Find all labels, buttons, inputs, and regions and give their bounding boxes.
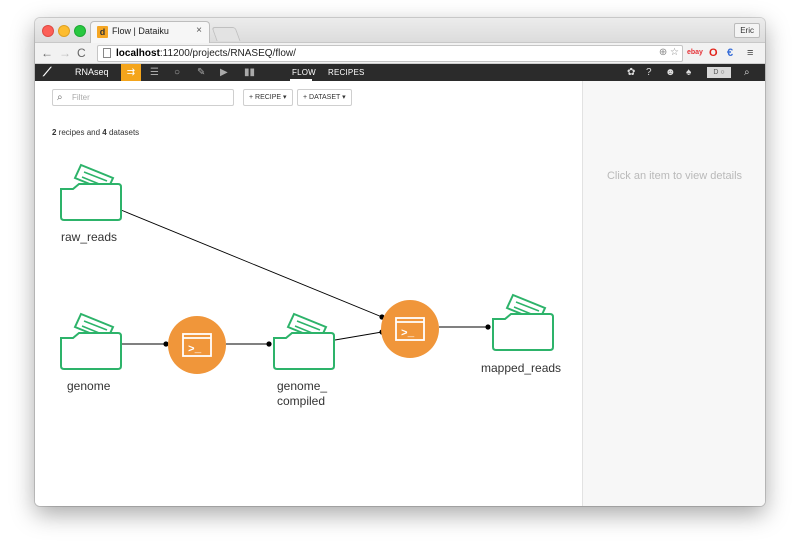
- page-icon: [103, 48, 111, 58]
- dataset-genome-compiled-icon[interactable]: [273, 312, 335, 370]
- tab-close-icon[interactable]: ×: [196, 25, 202, 36]
- flow-edges: [120, 209, 488, 345]
- svg-text:>_: >_: [401, 328, 415, 340]
- tab-title: Flow | Dataiku: [112, 26, 169, 36]
- menu-icon[interactable]: ≡: [747, 47, 754, 59]
- flow-graph: >_ >_: [60, 163, 554, 374]
- dashboard-nav-icon[interactable]: ▮▮: [244, 67, 256, 78]
- back-icon[interactable]: ←: [41, 46, 53, 60]
- url-text: localhost:11200/projects/RNASEQ/flow/: [116, 48, 296, 59]
- dataset-label-genome-compiled-line1[interactable]: genome_: [277, 379, 328, 393]
- edge-dot: [266, 341, 272, 347]
- filter-field[interactable]: ⌕: [52, 89, 234, 106]
- flow-summary: 2 recipes and 4 datasets: [52, 128, 140, 137]
- nav-flow-link[interactable]: FLOW: [292, 68, 316, 77]
- filter-input[interactable]: [72, 91, 222, 104]
- dataiku-favicon-icon: d: [97, 26, 108, 38]
- opera-extension-icon[interactable]: O: [709, 47, 718, 59]
- flow-nav-icon[interactable]: ⇉: [121, 64, 141, 81]
- run-nav-icon[interactable]: ▶: [220, 67, 228, 78]
- dataiku-logo-icon[interactable]: ⟋: [43, 65, 52, 79]
- dss-navbar: ⟋ RNAseq ⇉ ☰ ○ ✎ ▶ ▮▮ FLOW RECIPES ✿ ? ☻…: [35, 64, 765, 81]
- project-name[interactable]: RNAseq: [75, 67, 109, 77]
- browser-window: d Flow | Dataiku × Eric ← → C localhost:…: [35, 18, 765, 506]
- maximize-window-button[interactable]: [74, 25, 86, 37]
- edge-dot: [163, 341, 169, 347]
- browser-tab[interactable]: d Flow | Dataiku ×: [90, 21, 210, 43]
- nav-recipes-link[interactable]: RECIPES: [328, 68, 365, 77]
- reload-icon[interactable]: C: [77, 46, 86, 60]
- details-empty-text: Click an item to view details: [606, 170, 743, 182]
- shell-recipe-icon[interactable]: >_: [168, 316, 226, 374]
- datasets-nav-icon[interactable]: ☰: [150, 67, 159, 78]
- search-icon[interactable]: ⌕: [744, 67, 750, 78]
- extension-c-icon[interactable]: €: [727, 47, 734, 59]
- jobs-nav-icon[interactable]: ○: [174, 67, 181, 78]
- profile-icon[interactable]: ♠: [686, 67, 692, 78]
- edge-genome-compiled-to-recipe: [334, 331, 383, 341]
- add-recipe-button[interactable]: + RECIPE ▾: [243, 89, 293, 106]
- dataset-mapped-reads-icon[interactable]: [492, 293, 554, 351]
- new-tab-button[interactable]: [211, 27, 241, 41]
- dataset-label-genome[interactable]: genome: [67, 379, 111, 393]
- zoom-icon[interactable]: ⊕ ☆: [658, 47, 679, 58]
- forward-icon[interactable]: →: [59, 46, 71, 60]
- help-icon[interactable]: ?: [646, 67, 652, 78]
- dataset-label-genome-compiled-line2[interactable]: compiled: [277, 394, 326, 408]
- profile-button[interactable]: Eric: [734, 23, 760, 38]
- flow-canvas: ⌕ + RECIPE ▾ + DATASET ▾ 2 recipes and 4…: [35, 81, 582, 506]
- tab-strip: d Flow | Dataiku × Eric: [35, 18, 765, 43]
- edge-dot: [485, 324, 491, 330]
- settings-gear-icon[interactable]: ✿: [627, 67, 636, 78]
- notebooks-nav-icon[interactable]: ✎: [197, 67, 206, 78]
- minimize-window-button[interactable]: [58, 25, 70, 37]
- details-panel: Click an item to view details: [582, 81, 765, 506]
- active-tab-indicator: [290, 79, 312, 81]
- close-window-button[interactable]: [42, 25, 54, 37]
- edge-raw-reads-to-recipe: [120, 209, 383, 318]
- browser-toolbar: ← → C localhost:11200/projects/RNASEQ/fl…: [35, 43, 765, 64]
- address-bar[interactable]: localhost:11200/projects/RNASEQ/flow/ ⊕ …: [97, 45, 683, 62]
- ebay-extension-icon[interactable]: ebay: [687, 49, 703, 56]
- user-avatar-box[interactable]: D ○: [707, 67, 731, 78]
- users-icon[interactable]: ☻: [665, 67, 676, 78]
- shell-recipe-icon[interactable]: >_: [381, 300, 439, 358]
- search-icon: ⌕: [57, 92, 63, 103]
- add-dataset-button[interactable]: + DATASET ▾: [297, 89, 352, 106]
- dataset-genome-icon[interactable]: [60, 312, 122, 370]
- dataset-label-mapped-reads[interactable]: mapped_reads: [481, 361, 562, 375]
- svg-text:>_: >_: [188, 344, 202, 356]
- dataset-label-raw-reads[interactable]: raw_reads: [61, 230, 118, 244]
- dataset-raw-reads-icon[interactable]: [60, 163, 122, 221]
